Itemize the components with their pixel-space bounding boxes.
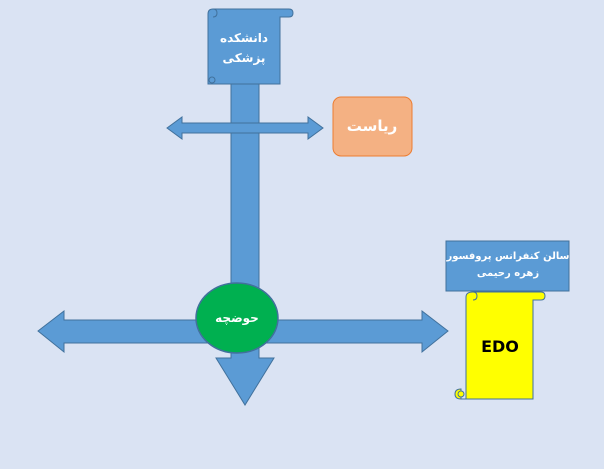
conference-label-line1: سالن کنفرانس پروفسور: [446, 251, 570, 262]
faculty-label-line2: پزشکی: [223, 51, 266, 65]
faculty-label-line1: دانشکده: [220, 31, 268, 45]
edo-label: EDO: [481, 337, 519, 356]
faculty-scroll: دانشکده پزشکی: [207, 8, 294, 85]
pool-label: حوضچه: [215, 311, 259, 326]
presidency-label: ریاست: [347, 117, 398, 135]
conference-hall-box: سالن کنفرانس پروفسور زهره رحیمی: [445, 240, 570, 292]
presidency-box: ریاست: [332, 96, 413, 157]
conference-label-line2: زهره رحیمی: [477, 268, 539, 279]
edo-scroll: EDO: [454, 291, 546, 400]
upper-double-arrow: [166, 116, 324, 140]
pool-circle: حوضچه: [195, 282, 279, 354]
